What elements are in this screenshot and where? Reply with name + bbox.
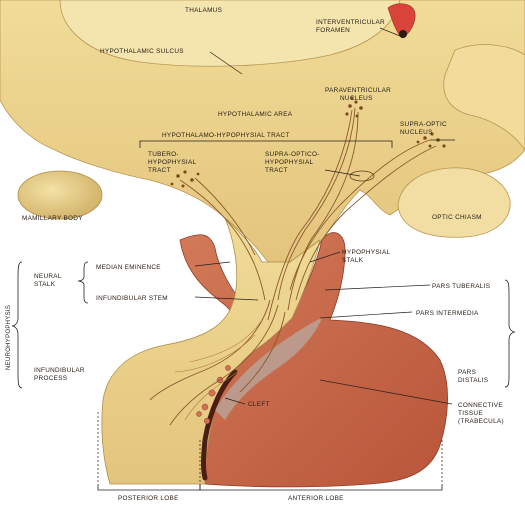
label-posterior-lobe: POSTERIOR LOBE	[118, 495, 179, 502]
label-anterior-lobe: ANTERIOR LOBE	[288, 495, 344, 502]
label-tubero-2: HYPOPHYSIAL	[148, 159, 197, 166]
label-infundibular-process-1: INFUNDIBULAR	[34, 367, 85, 374]
label-supraoptic-2: NUCLEUS	[400, 129, 433, 136]
label-neural-stalk-2: STALK	[34, 281, 56, 288]
label-supra-tract-1: SUPRA-OPTICO-	[265, 151, 320, 158]
neurohypophysis	[101, 217, 321, 485]
label-hh-tract: HYPOTHALAMO-HYPOPHYSIAL TRACT	[162, 132, 290, 139]
label-hypothalamic-sulcus: HYPOTHALAMIC SULCUS	[100, 48, 184, 55]
label-paraventricular-2: NUCLEUS	[340, 95, 373, 102]
label-connective-1: CONNECTIVE	[458, 402, 503, 409]
label-median-eminence: MEDIAN EMINENCE	[96, 264, 161, 271]
connective-tissue	[215, 318, 322, 420]
adenohypophysis-brace	[504, 279, 516, 388]
label-hypophysial-stalk-1: HYPOPHYSIAL	[342, 249, 391, 256]
mamillary-body	[17, 170, 103, 220]
label-thalamus: THALAMUS	[185, 7, 222, 14]
label-pars-distalis-2: DISTALIS	[458, 377, 488, 384]
label-hypophysial-stalk-2: STALK	[342, 257, 364, 264]
label-pars-distalis-1: PARS	[458, 369, 476, 376]
label-pars-tuberalis: PARS TUBERALIS	[432, 283, 490, 290]
label-interventricular-2: FORAMEN	[316, 27, 350, 34]
label-tubero-1: TUBERO-	[148, 151, 179, 158]
label-optic-chiasm: OPTIC CHIASM	[432, 214, 482, 221]
label-supraoptic-1: SUPRA-OPTIC	[400, 121, 447, 128]
lobe-guides	[97, 412, 443, 491]
label-tubero-3: TRACT	[148, 167, 171, 174]
thalamus	[59, 0, 401, 67]
label-hypothalamic-area: HYPOTHALAMIC AREA	[218, 111, 293, 118]
label-infundibular-process-2: PROCESS	[34, 375, 67, 382]
neural-stalk-brace	[77, 261, 89, 304]
label-supra-tract-3: TRACT	[265, 167, 288, 174]
optic-chiasm	[397, 167, 511, 238]
label-pars-intermedia: PARS INTERMEDIA	[416, 310, 479, 317]
tract-marker	[349, 170, 375, 182]
cleft-line	[201, 369, 238, 481]
nucleus-cells	[170, 96, 446, 188]
leader-lines	[194, 27, 455, 405]
label-mamillary-body: MAMILLARY BODY	[22, 215, 83, 222]
label-paraventricular-1: PARAVENTRICULAR	[325, 87, 391, 94]
interventricular-foramen	[387, 3, 416, 39]
label-cleft: CLEFT	[248, 401, 270, 408]
label-neural-stalk-1: NEURAL	[34, 273, 62, 280]
neurohypophysis-brace	[11, 261, 23, 389]
label-interventricular-1: INTERVENTRICULAR	[316, 19, 385, 26]
label-connective-2: TISSUE	[458, 410, 483, 417]
label-supra-tract-2: HYPOPHYSIAL	[265, 159, 314, 166]
hh-tract-bracket	[139, 140, 393, 148]
label-connective-3: (TRABECULA)	[458, 418, 504, 425]
label-infundibular-stem: INFUNDIBULAR STEM	[96, 295, 168, 302]
label-neurohypophysis: NEUROHYPOPHYSIS	[6, 305, 12, 370]
right-brain-lobe	[443, 44, 525, 151]
